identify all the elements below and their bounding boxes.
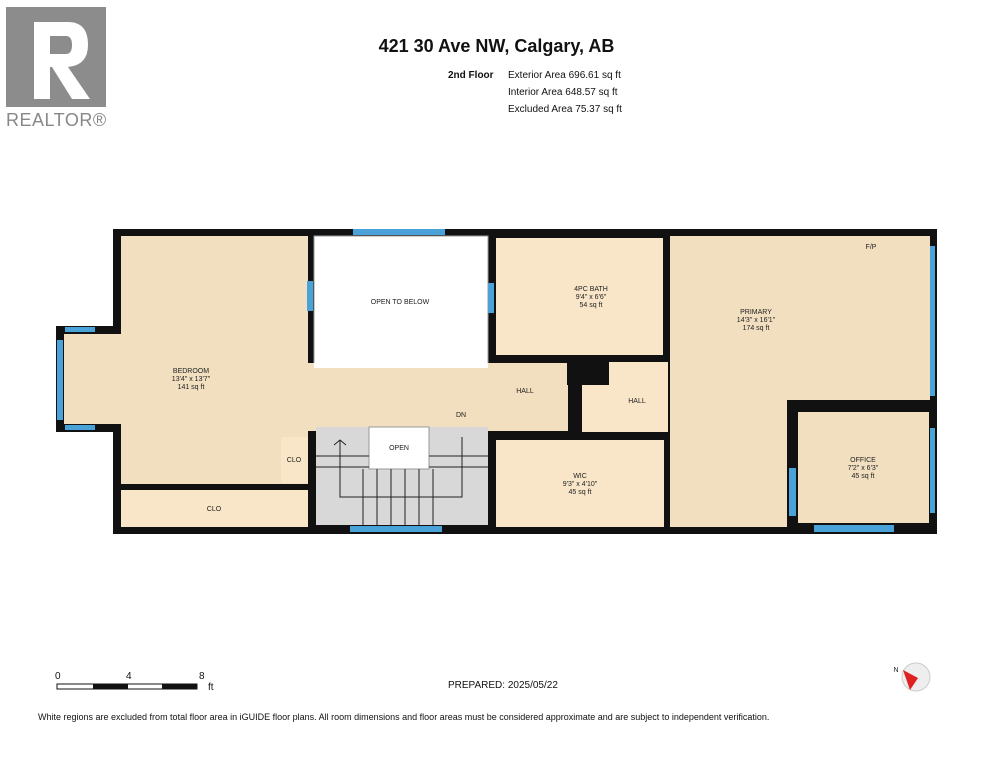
scale-tick-8: 8: [199, 671, 205, 682]
windows: [57, 229, 935, 532]
primary-dims: 14'3" x 16'1": [737, 317, 776, 324]
closet-label: CLO: [207, 506, 222, 513]
prepared-date: PREPARED: 2025/05/22: [448, 680, 558, 691]
room-bath: [496, 238, 663, 355]
office-area: 45 sq ft: [852, 473, 875, 480]
scale-tick-4: 4: [126, 671, 132, 682]
open-to-below-label: OPEN TO BELOW: [371, 299, 430, 306]
scale-bar: [56, 683, 198, 690]
room-office: [798, 412, 929, 523]
bedroom-dims: 13'4" x 13'7": [172, 376, 211, 383]
exterior-area: Exterior Area 696.61 sq ft: [508, 70, 621, 81]
wic-name: WIC: [573, 473, 587, 480]
closet-small-label: CLO: [287, 457, 302, 464]
bedroom-area: 141 sq ft: [178, 384, 205, 391]
primary-area: 174 sq ft: [743, 325, 770, 332]
stair-treads: [316, 437, 488, 525]
stair-opening: [368, 426, 430, 470]
bath-area: 54 sq ft: [580, 302, 603, 309]
scale-unit: ft: [208, 682, 214, 693]
compass-icon: N: [893, 662, 931, 692]
primary-name: PRIMARY: [740, 309, 772, 316]
bedroom-name: BEDROOM: [173, 368, 209, 375]
bath-dims: 9'4" x 6'6": [576, 294, 607, 301]
realtor-logo: [6, 7, 106, 107]
page-title: 421 30 Ave NW, Calgary, AB: [378, 36, 615, 56]
office-name: OFFICE: [850, 457, 876, 464]
hall-label: HALL: [516, 388, 534, 395]
open-label: OPEN: [389, 445, 409, 452]
down-label: DN: [456, 412, 466, 419]
room-closet-small: [281, 437, 308, 483]
excluded-area: Excluded Area 75.37 sq ft: [508, 104, 622, 115]
fireplace-label: F/P: [866, 244, 877, 251]
hall-2-label: HALL: [628, 398, 646, 405]
room-bedroom: [121, 236, 308, 484]
open-to-below: [313, 235, 489, 369]
floor-label: 2nd Floor: [448, 70, 494, 81]
scale-tick-0: 0: [55, 671, 61, 682]
interior-area: Interior Area 648.57 sq ft: [508, 87, 618, 98]
wic-area: 45 sq ft: [569, 489, 592, 496]
room-wic: [496, 440, 664, 527]
realtor-wordmark: REALTOR®: [6, 110, 107, 130]
office-dims: 7'2" x 6'3": [848, 465, 879, 472]
bath-name: 4PC BATH: [574, 286, 608, 293]
room-closet: [121, 490, 308, 527]
room-hall: [284, 363, 568, 431]
wic-dims: 9'3" x 4'10": [563, 481, 598, 488]
disclaimer: White regions are excluded from total fl…: [38, 712, 770, 722]
svg-text:N: N: [893, 667, 898, 674]
